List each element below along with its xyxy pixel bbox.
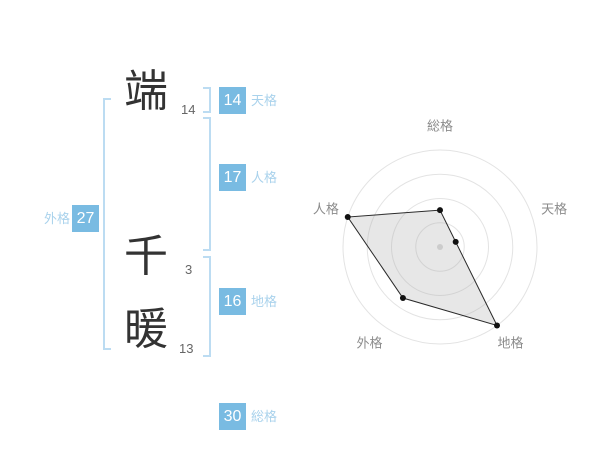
jinkaku-bracket <box>203 117 211 251</box>
radar-axis-label: 天格 <box>541 201 567 216</box>
chikaku-bracket <box>203 256 211 357</box>
soukaku-value-badge: 30 <box>219 403 246 430</box>
name-character-2: 千 <box>124 232 168 281</box>
tenkaku-value-badge: 14 <box>219 87 246 114</box>
gaikaku-value-badge: 27 <box>72 205 99 232</box>
radar-axis-label: 外格 <box>356 336 382 351</box>
gaikaku-label: 外格 <box>44 211 71 226</box>
chikaku-label: 地格 <box>251 294 278 309</box>
tenkaku-label: 天格 <box>251 93 278 108</box>
radar-axis-label: 人格 <box>313 201 339 216</box>
radar-axis-label: 総格 <box>427 118 453 133</box>
stroke-count-3: 13 <box>179 341 194 356</box>
stroke-count-1: 14 <box>181 102 196 117</box>
soukaku-label: 総格 <box>251 409 278 424</box>
chikaku-value-badge: 16 <box>219 288 246 315</box>
name-character-3: 暖 <box>124 305 168 354</box>
stroke-count-2: 3 <box>185 262 193 277</box>
radar-axis-label: 地格 <box>498 336 524 351</box>
jinkaku-label: 人格 <box>251 170 278 185</box>
name-character-1: 端 <box>124 67 168 116</box>
tenkaku-bracket <box>203 87 211 113</box>
gaikaku-bracket <box>103 98 111 350</box>
jinkaku-value-badge: 17 <box>219 164 246 191</box>
